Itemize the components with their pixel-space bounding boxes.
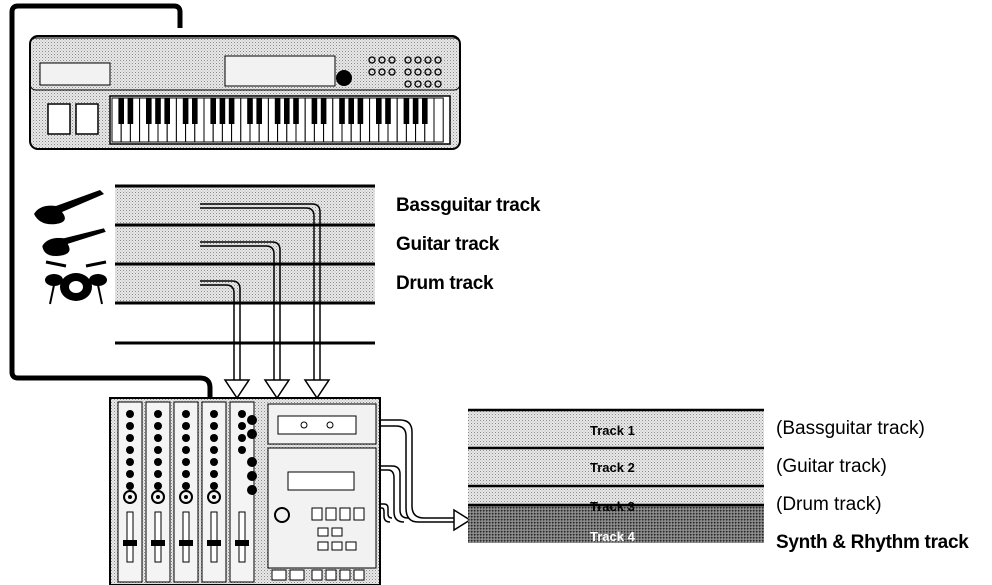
synthesizer-keyboard-icon (30, 36, 460, 149)
mixer-recorder-icon (110, 398, 380, 585)
track-1-side-label: (Bassguitar track) (776, 418, 925, 440)
electric-guitar-icon (42, 228, 106, 256)
drum-track-label: Drum track (396, 273, 493, 295)
bass-guitar-icon (34, 190, 104, 224)
track-4-side-label: Synth & Rhythm track (776, 532, 968, 554)
track-1-bar-label: Track 1 (590, 423, 635, 438)
track-3-bar-label: Track 3 (590, 499, 635, 514)
drum-kit-icon (45, 262, 107, 304)
track-4-bar-label: Track 4 (590, 529, 635, 544)
track-2-side-label: (Guitar track) (776, 456, 887, 478)
track-3-side-label: (Drum track) (776, 494, 882, 516)
guitar-track-label: Guitar track (396, 234, 499, 256)
track-2-bar-label: Track 2 (590, 460, 635, 475)
source-tracks (115, 186, 375, 343)
bassguitar-track-label: Bassguitar track (396, 195, 540, 217)
